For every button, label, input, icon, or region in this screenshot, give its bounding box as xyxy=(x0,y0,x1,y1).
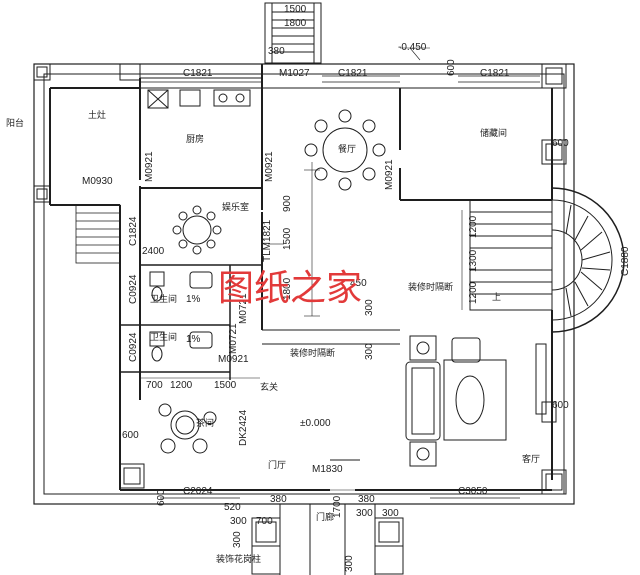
tea-room-label: 茶间 xyxy=(196,417,214,428)
door-label: M0921 xyxy=(264,151,275,182)
door-label: DK2424 xyxy=(238,409,249,446)
terrace-label: 阳台 xyxy=(6,117,24,128)
window-label: C1880 xyxy=(620,246,631,276)
door-label: M1027 xyxy=(279,68,310,79)
level-label: ±0.000 xyxy=(300,418,331,429)
bathroom-label-1: 卫生间 xyxy=(150,293,177,304)
dining-table xyxy=(304,109,386,191)
top-steps xyxy=(264,2,322,64)
plan-annotations: C1821 M1027 C1821 C1821 -0.450 1500 1800… xyxy=(82,4,631,572)
window-label: C2024 xyxy=(183,486,213,497)
kitchen-counter xyxy=(147,89,251,109)
dimension-label: 300 xyxy=(344,555,355,572)
dimension-label: 300 xyxy=(356,508,373,519)
dimension-label: 1200 xyxy=(170,380,193,391)
window-label: C1824 xyxy=(128,216,139,246)
corner-columns xyxy=(33,63,567,495)
dimension-label: 600 xyxy=(156,489,167,506)
left-stairs xyxy=(75,204,121,264)
partition-label-1: 装修时隔断 xyxy=(408,281,453,292)
dimension-label: 520 xyxy=(224,502,241,513)
window-label: C3050 xyxy=(458,486,488,497)
pillar-label: 装饰花岗柱 xyxy=(216,553,261,564)
dimension-label: 300 xyxy=(232,531,243,548)
dimension-label: 1500 xyxy=(214,380,237,391)
dimension-label: 300 xyxy=(382,508,399,519)
dimension-label: 380 xyxy=(270,494,287,505)
dimension-label: 1800 xyxy=(282,277,293,300)
dimension-label: 1500 xyxy=(282,227,293,250)
window-label: C1821 xyxy=(480,68,510,79)
porch-label: 门廊 xyxy=(316,511,334,522)
window-label: C1821 xyxy=(183,68,213,79)
porch-pillars xyxy=(251,504,404,575)
dimension-label: 1300 xyxy=(468,249,479,272)
dimension-label: 600 xyxy=(552,400,569,411)
door-label: M1830 xyxy=(312,464,343,475)
dimension-label: 1200 xyxy=(468,215,479,238)
entrance-hall-label: 门厅 xyxy=(268,459,286,470)
dimension-label: 300 xyxy=(364,343,375,360)
dimension-label: 1700 xyxy=(332,495,343,518)
door-label: TLM1821 xyxy=(262,219,273,262)
level-label: -0.450 xyxy=(398,42,427,53)
foyer-label: 玄关 xyxy=(260,381,278,392)
living-label: 客厅 xyxy=(522,453,540,464)
dimension-label: 300 xyxy=(364,299,375,316)
living-furniture xyxy=(405,335,547,467)
bathroom-label-2: 卫生间 xyxy=(150,331,177,342)
stair-up-label: 上 xyxy=(492,292,501,302)
window-label: C0924 xyxy=(128,332,139,362)
dimension-label: 1500 xyxy=(284,4,307,15)
entertainment-label: 娱乐室 xyxy=(222,201,249,212)
dimension-label: 1200 xyxy=(468,281,479,304)
dimension-label: 600 xyxy=(446,59,457,76)
storage-label: 储藏间 xyxy=(480,127,507,138)
dimension-lines xyxy=(140,47,560,491)
bathroom-fixtures xyxy=(149,271,213,362)
dimension-label: 600 xyxy=(552,138,569,149)
dimension-label: 2400 xyxy=(142,246,165,257)
dimension-label: 600 xyxy=(122,430,139,441)
door-label: M0921 xyxy=(218,354,249,365)
door-label: M0921 xyxy=(144,151,155,182)
dimension-label: 900 xyxy=(282,195,293,212)
slope-label: 1% xyxy=(186,294,201,305)
door-label: M0930 xyxy=(82,176,113,187)
dimension-label: 450 xyxy=(350,278,367,289)
sink-label: 土灶 xyxy=(88,109,106,120)
slope-label: 1% xyxy=(186,334,201,345)
window-label: C1821 xyxy=(338,68,368,79)
top-windows xyxy=(140,75,540,499)
dimension-label: 380 xyxy=(268,46,285,57)
dining-label: 餐厅 xyxy=(338,143,356,154)
watermark: 图纸之家 xyxy=(218,268,362,309)
dimension-label: 700 xyxy=(146,380,163,391)
dimension-label: 1800 xyxy=(284,18,307,29)
tea-set xyxy=(158,403,217,454)
curved-stair xyxy=(469,187,625,333)
partition-label-2: 装修时隔断 xyxy=(290,347,335,358)
dimension-label: 300 xyxy=(230,516,247,527)
door-label: M0721 xyxy=(228,323,239,354)
dimension-label: 380 xyxy=(358,494,375,505)
door-label: M0921 xyxy=(384,159,395,190)
window-label: C0924 xyxy=(128,274,139,304)
dimension-label: 700 xyxy=(256,516,273,527)
entertainment-table xyxy=(172,205,222,255)
kitchen-label: 厨房 xyxy=(186,133,204,144)
door-label: M0721 xyxy=(238,293,249,324)
